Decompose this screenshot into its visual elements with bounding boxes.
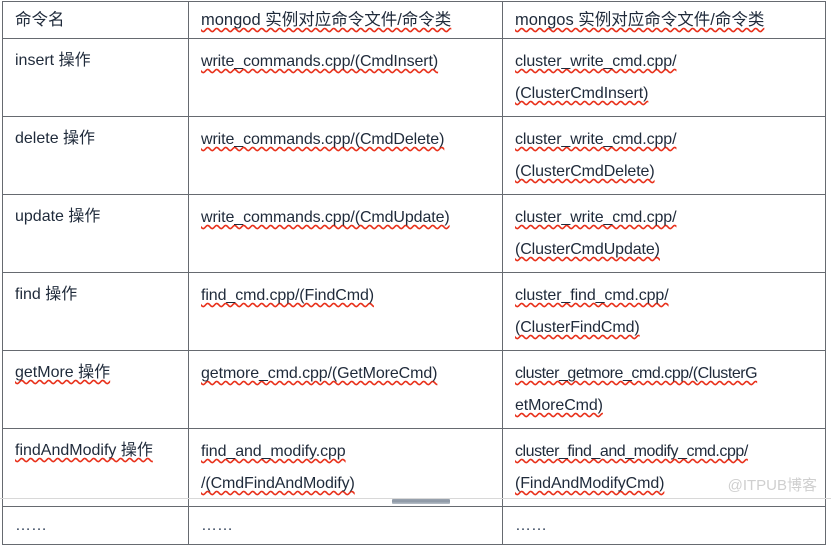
mongos-value-line: cluster_write_cmd.cpp/ bbox=[515, 53, 677, 70]
command-name: getMore 操作 bbox=[15, 364, 111, 381]
cell-command: find 操作 bbox=[2, 272, 189, 351]
mongos-value-line: etMoreCmd) bbox=[515, 397, 603, 414]
cell-command: …… bbox=[2, 506, 189, 545]
mongod-value-line: find_cmd.cpp/(FindCmd) bbox=[201, 287, 374, 304]
header-label-mongod: mongod 实例对应命令文件/命令类 bbox=[201, 11, 452, 29]
cell-mongod: getmore_cmd.cpp/(GetMoreCmd) bbox=[188, 350, 503, 429]
table-row: update 操作 write_commands.cpp/(CmdUpdate)… bbox=[2, 194, 826, 273]
command-name: insert 操作 bbox=[15, 52, 91, 69]
mongos-value-line: (ClusterFindCmd) bbox=[515, 319, 640, 336]
cell-mongod: find_and_modify.cpp /(CmdFindAndModify) bbox=[188, 428, 503, 507]
command-name: delete 操作 bbox=[15, 130, 96, 147]
mongos-value-line: cluster_find_cmd.cpp/ bbox=[515, 287, 669, 304]
cell-command: getMore 操作 bbox=[2, 350, 189, 429]
mongod-value-line: find_and_modify.cpp bbox=[201, 443, 346, 460]
ellipsis-text: …… bbox=[515, 517, 547, 534]
header-label-command: 命令名 bbox=[15, 11, 65, 29]
mongos-value-line: (FindAndModifyCmd) bbox=[515, 475, 665, 492]
header-cell-mongod: mongod 实例对应命令文件/命令类 bbox=[188, 1, 503, 39]
table-row: insert 操作 write_commands.cpp/(CmdInsert)… bbox=[2, 38, 826, 117]
header-label-mongos: mongos 实例对应命令文件/命令类 bbox=[515, 11, 765, 29]
mongod-value-line: write_commands.cpp/(CmdDelete) bbox=[201, 131, 445, 148]
header-cell-mongos: mongos 实例对应命令文件/命令类 bbox=[502, 1, 826, 39]
cell-mongod: write_commands.cpp/(CmdUpdate) bbox=[188, 194, 503, 273]
header-cell-command: 命令名 bbox=[2, 1, 189, 39]
mongos-value-line: cluster_write_cmd.cpp/ bbox=[515, 209, 677, 226]
cell-mongos: cluster_find_and_modify_cmd.cpp/ (FindAn… bbox=[502, 428, 826, 507]
cell-mongos: cluster_write_cmd.cpp/ (ClusterCmdUpdate… bbox=[502, 194, 826, 273]
mongos-value-line: (ClusterCmdInsert) bbox=[515, 85, 649, 102]
table-row: getMore 操作 getmore_cmd.cpp/(GetMoreCmd) … bbox=[2, 350, 826, 429]
mongos-value-line: cluster_find_and_modify_cmd.cpp/ bbox=[515, 443, 748, 460]
table-header-row: 命令名 mongod 实例对应命令文件/命令类 mongos 实例对应命令文件/… bbox=[2, 1, 826, 39]
cell-mongos: cluster_getmore_cmd.cpp/(ClusterG etMore… bbox=[502, 350, 826, 429]
cell-mongod: …… bbox=[188, 506, 503, 545]
mongod-value-line: write_commands.cpp/(CmdInsert) bbox=[201, 53, 439, 70]
command-name: update 操作 bbox=[15, 208, 101, 225]
mongod-value-line: write_commands.cpp/(CmdUpdate) bbox=[201, 209, 450, 226]
table-row: …… …… …… bbox=[2, 506, 826, 545]
table-row: findAndModify 操作 find_and_modify.cpp /(C… bbox=[2, 428, 826, 507]
cell-command: update 操作 bbox=[2, 194, 189, 273]
mongod-value-line: /(CmdFindAndModify) bbox=[201, 475, 355, 492]
mongos-value-line: cluster_write_cmd.cpp/ bbox=[515, 131, 677, 148]
cell-mongos: cluster_write_cmd.cpp/ (ClusterCmdInsert… bbox=[502, 38, 826, 117]
horizontal-scrollbar-thumb[interactable] bbox=[392, 499, 450, 504]
cell-command: insert 操作 bbox=[2, 38, 189, 117]
cell-command: findAndModify 操作 bbox=[2, 428, 189, 507]
cell-command: delete 操作 bbox=[2, 116, 189, 195]
mongos-value-line: cluster_getmore_cmd.cpp/(ClusterG bbox=[515, 365, 758, 382]
cell-mongod: write_commands.cpp/(CmdDelete) bbox=[188, 116, 503, 195]
cell-mongod: write_commands.cpp/(CmdInsert) bbox=[188, 38, 503, 117]
mongod-value-line: getmore_cmd.cpp/(GetMoreCmd) bbox=[201, 365, 438, 382]
table-row: delete 操作 write_commands.cpp/(CmdDelete)… bbox=[2, 116, 826, 195]
command-name: find 操作 bbox=[15, 286, 78, 303]
bottom-divider bbox=[0, 498, 831, 499]
ellipsis-text: …… bbox=[201, 517, 233, 534]
ellipsis-text: …… bbox=[15, 517, 47, 534]
cell-mongod: find_cmd.cpp/(FindCmd) bbox=[188, 272, 503, 351]
mongos-value-line: (ClusterCmdDelete) bbox=[515, 163, 655, 180]
command-name: findAndModify 操作 bbox=[15, 442, 153, 459]
cell-mongos: cluster_find_cmd.cpp/ (ClusterFindCmd) bbox=[502, 272, 826, 351]
cell-mongos: cluster_write_cmd.cpp/ (ClusterCmdDelete… bbox=[502, 116, 826, 195]
mongos-value-line: (ClusterCmdUpdate) bbox=[515, 241, 660, 258]
cell-mongos: …… bbox=[502, 506, 826, 545]
table-row: find 操作 find_cmd.cpp/(FindCmd) cluster_f… bbox=[2, 272, 826, 351]
